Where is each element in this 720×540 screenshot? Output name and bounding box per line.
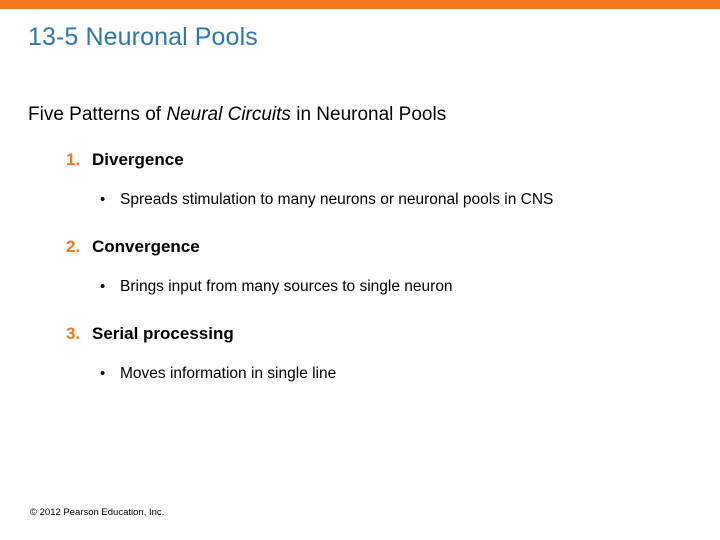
list-item: 2. Convergence (66, 236, 698, 258)
lead-line: Five Patterns of Neural Circuits in Neur… (28, 103, 698, 127)
top-accent-bar (0, 0, 720, 9)
list-item: 1. Divergence (66, 149, 698, 171)
sub-bullet-text: Brings input from many sources to single… (120, 278, 453, 295)
list-heading: Convergence (92, 237, 200, 256)
sub-bullet-text: Spreads stimulation to many neurons or n… (120, 191, 554, 208)
copyright-footer: © 2012 Pearson Education, Inc. (30, 507, 165, 518)
sub-bullet: • Spreads stimulation to many neurons or … (100, 185, 690, 214)
page-title: 13-5 Neuronal Pools (28, 23, 258, 51)
sub-bullet: • Brings input from many sources to singl… (100, 272, 690, 301)
list-number: 2. (66, 237, 81, 256)
lead-prefix: Five Patterns of (28, 104, 167, 125)
list-number: 3. (66, 324, 81, 343)
sub-bullet-text: Moves information in single line (120, 365, 337, 382)
bullet-icon: • (100, 278, 106, 295)
lead-italic: Neural Circuits (166, 104, 291, 125)
slide-body: Five Patterns of Neural Circuits in Neur… (28, 103, 698, 410)
lead-suffix: in Neuronal Pools (290, 104, 447, 125)
list-heading: Divergence (92, 150, 184, 169)
sub-bullet: • Moves information in single line (100, 359, 690, 388)
bullet-icon: • (100, 365, 106, 382)
bullet-icon: • (100, 191, 106, 208)
list-item: 3. Serial processing (66, 323, 698, 345)
list-number: 1. (66, 150, 81, 169)
list-heading: Serial processing (92, 324, 234, 343)
